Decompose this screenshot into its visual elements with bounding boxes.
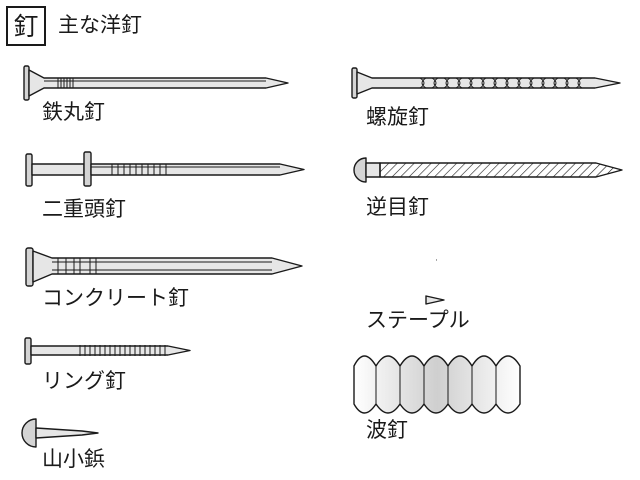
iron-round-nail-illustration bbox=[23, 65, 289, 101]
barbed-nail-illustration bbox=[353, 157, 623, 183]
label-small-tack: 山小鋲 bbox=[42, 447, 105, 471]
label-iron-round-nail: 鉄丸釘 bbox=[42, 100, 105, 124]
label-double-head-nail: 二重頭釘 bbox=[42, 197, 126, 221]
spiral-nail-illustration bbox=[351, 67, 621, 99]
concrete-nail-illustration bbox=[25, 247, 303, 287]
corrugated-fastener-illustration bbox=[353, 355, 521, 414]
label-ring-shank-nail: リング釘 bbox=[42, 369, 126, 393]
label-spiral-nail: 螺旋釘 bbox=[366, 105, 429, 129]
label-staple: ステープル bbox=[366, 308, 470, 332]
small-tack-illustration bbox=[21, 418, 99, 448]
title-box: 釘 bbox=[6, 6, 46, 46]
staple-illustration bbox=[354, 258, 445, 305]
label-corrugated-fastener: 波釘 bbox=[366, 418, 408, 442]
label-barbed-nail: 逆目釘 bbox=[366, 195, 429, 219]
ring-shank-nail-illustration bbox=[24, 337, 191, 365]
title-character: 釘 bbox=[13, 11, 39, 41]
label-concrete-nail: コンクリート釘 bbox=[42, 286, 189, 310]
page-title: 主な洋釘 bbox=[58, 13, 142, 37]
double-head-nail-illustration bbox=[25, 151, 305, 187]
